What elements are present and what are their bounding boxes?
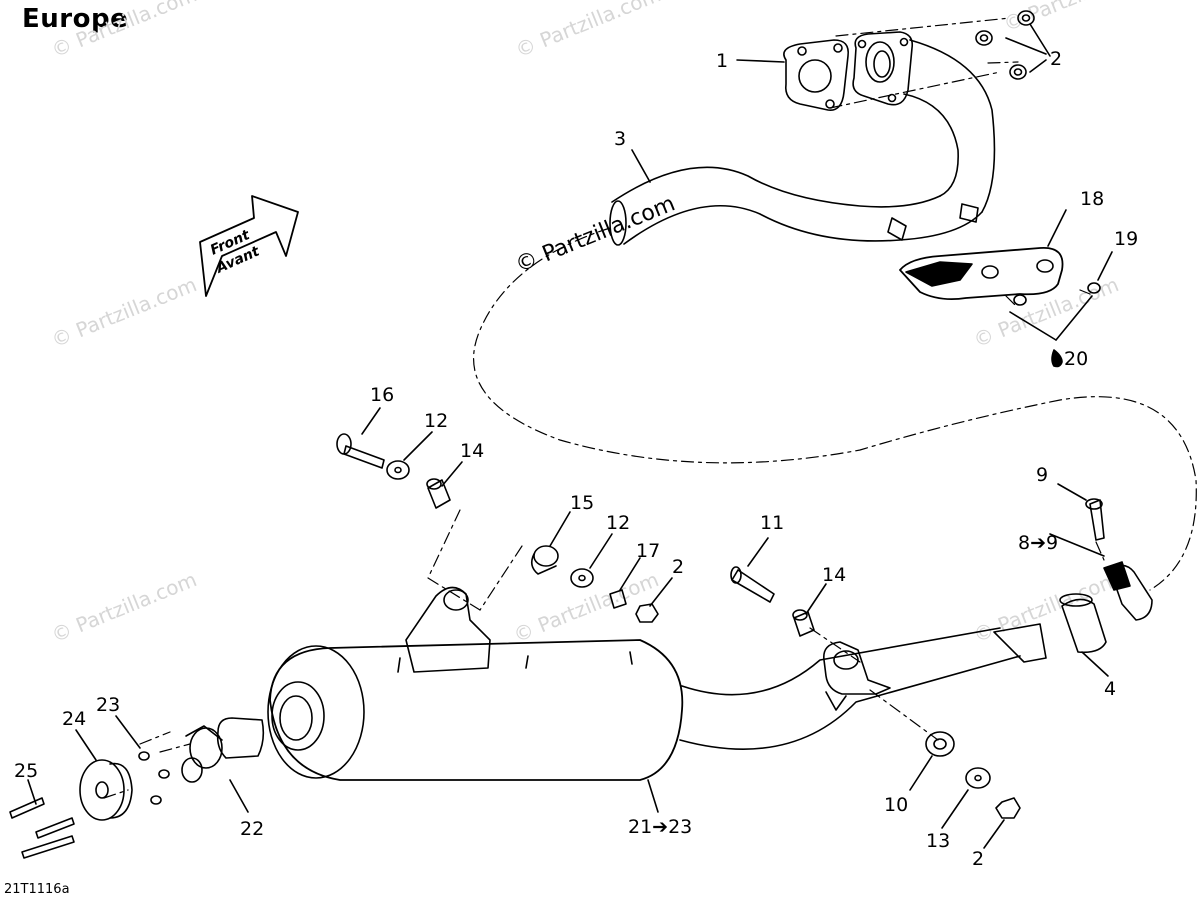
callout-23: 23 [96,694,121,716]
routing-dash-line [103,17,1197,799]
nut-part-2-mid [635,577,673,623]
callout-25: 25 [14,760,39,782]
screw-part-23 [115,715,170,805]
callout-18: 18 [1080,188,1105,210]
bolt-part-11 [730,537,775,603]
leader-lines [631,149,1105,813]
callout-4: 4 [1104,678,1117,700]
bolt-part-16 [336,407,385,469]
callout-14: 14 [822,564,847,586]
gasket-part-1 [736,39,850,111]
callout-22: 22 [240,818,265,840]
callout-12: 12 [606,512,631,534]
mount-bracket [823,641,891,711]
callout-12: 12 [424,410,449,432]
callout-15: 15 [570,492,595,514]
clamp-part-4 [1059,593,1109,677]
washer-part-12 [386,431,613,588]
muffler-part-21 [267,586,1047,781]
callout-1: 1 [716,50,729,72]
screw-part-19 [1009,251,1113,368]
spark-arrestor-part-22 [181,717,265,813]
diagram-code: 21T1116a [4,882,70,897]
callout-24: 24 [62,708,87,730]
callout-16: 16 [370,384,395,406]
callout-8: 8➔9 [1018,532,1059,554]
grommet-part-15 [530,511,571,575]
nut-part-2 [975,10,1051,80]
front-direction-arrow [199,195,299,297]
callout-2: 2 [972,848,985,870]
callout-10: 10 [884,794,909,816]
spring-clamp-part-8 [1103,561,1153,621]
callout-2: 2 [1050,48,1063,70]
diagram-title: Europe [22,4,129,34]
callout-9: 9 [1036,464,1049,486]
header-pipe-part-3 [609,31,996,246]
spacer-part-14 [426,461,827,637]
callout-11: 11 [760,512,785,534]
washer-part-13 [941,767,991,829]
callout-17: 17 [636,540,661,562]
callout-3: 3 [614,128,627,150]
callout-2: 2 [672,556,685,578]
callout-14: 14 [460,440,485,462]
grommet-part-10 [909,731,955,791]
callout-20: 20 [1064,348,1089,370]
bolt-part-9 [1057,483,1105,541]
callout-21: 21➔23 [628,816,693,838]
callout-13: 13 [926,830,951,852]
screw-part-25 [9,779,75,859]
callout-19: 19 [1114,228,1139,250]
heat-shield-part-18 [899,209,1067,301]
sleeve-part-17 [609,557,641,609]
nut-part-2-low [983,797,1021,849]
end-cap-part-24 [75,729,133,821]
